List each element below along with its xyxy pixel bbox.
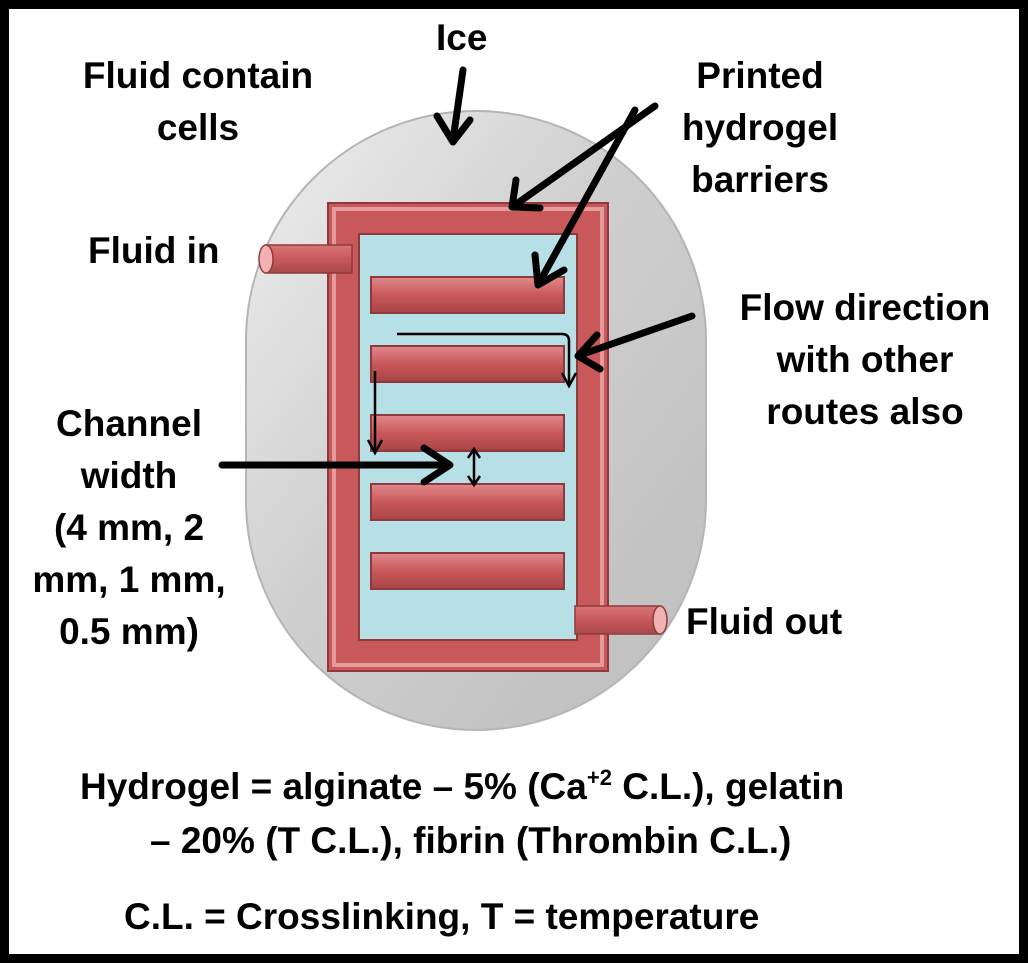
hydrogel-definition-line2: – 20% (T C.L.), fibrin (Thrombin C.L.) [150, 820, 792, 861]
hydrogel-barriers [370, 276, 565, 590]
barrier-arrow-2 [531, 106, 639, 289]
channel-gap-double-arrow [466, 446, 482, 488]
fluid-out-label: Fluid out [686, 601, 843, 642]
printed-hydrogel-barriers-label: Printed hydrogel barriers [681, 55, 839, 200]
ice-arrow [433, 66, 474, 146]
channel-width-arrow [218, 444, 454, 486]
fluid-contain-cells-label: Fluid contain cells [82, 55, 314, 148]
fluid-in-label: Fluid in [88, 230, 220, 271]
fluid-out-tube [574, 605, 668, 635]
flow-direction-label: Flow direction with other routes also [739, 287, 991, 432]
flow-path [366, 332, 578, 456]
ice-label: Ice [436, 17, 488, 58]
abbreviation-legend: C.L. = Crosslinking, T = temperature [124, 896, 760, 937]
barrier [370, 483, 565, 521]
fluid-in-tube [258, 244, 353, 274]
barrier [370, 345, 565, 383]
barrier [370, 276, 565, 314]
barrier [370, 552, 565, 590]
hydrogel-definition-line1: Hydrogel = alginate – 5% (Ca+2 C.L.), ge… [80, 765, 845, 807]
flow-pointer-arrow [574, 312, 696, 373]
barrier [370, 414, 565, 452]
channel-width-label: Channel width (4 mm, 2 mm, 1 mm, 0.5 mm) [32, 403, 226, 652]
